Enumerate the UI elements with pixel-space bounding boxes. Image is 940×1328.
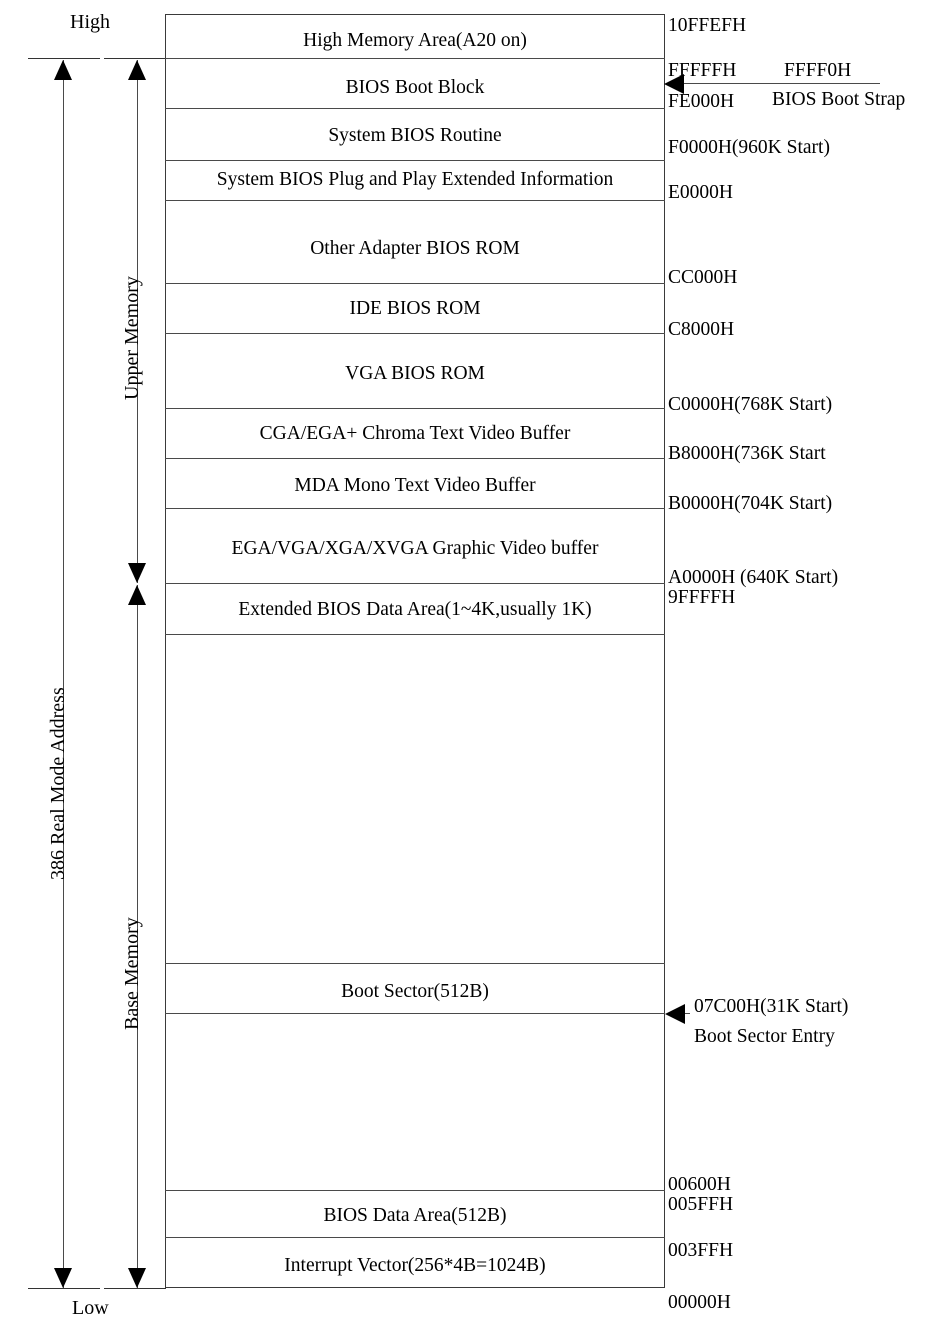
address-label-f0000h: F0000H(960K Start) [668, 137, 830, 158]
segment-label-mda-mono-buffer: MDA Mono Text Video Buffer [294, 475, 536, 496]
segment-label-high-memory-area: High Memory Area(A20 on) [303, 30, 527, 51]
address-label-a0000h: A0000H (640K Start) [668, 567, 839, 588]
boot-sector-entry-name: Boot Sector Entry [694, 1026, 835, 1047]
divider-fe000 [165, 108, 665, 109]
high-cap-line-inner [104, 58, 166, 59]
segment-label-interrupt-vector: Interrupt Vector(256*4B=1024B) [284, 1255, 546, 1276]
divider-fffff [165, 58, 665, 59]
address-label-b0000h: B0000H(704K Start) [668, 493, 833, 514]
address-label-9ffffh: 9FFFFH [668, 587, 736, 608]
divider-cc000 [165, 283, 665, 284]
high-label: High [70, 11, 110, 33]
address-label-003ffh: 003FFH [668, 1240, 734, 1261]
high-cap-line [28, 58, 100, 59]
bios-boot-strap-callout-arrow [664, 74, 684, 94]
divider-b8000 [165, 458, 665, 459]
base-memory-arrow-down [128, 1268, 146, 1288]
low-cap-line [28, 1288, 100, 1289]
segment-label-boot-sector: Boot Sector(512B) [341, 981, 489, 1002]
divider-003ff [165, 1237, 665, 1238]
bios-boot-strap-callout-line [683, 83, 880, 84]
segment-label-bios-data-area: BIOS Data Area(512B) [323, 1205, 507, 1226]
address-label-b8000h: B8000H(736K Start [668, 443, 826, 464]
real-mode-range-line [63, 60, 64, 1288]
divider-c0000 [165, 408, 665, 409]
real-mode-range-label: 386 Real Mode Address [47, 687, 69, 880]
address-label-00600h: 00600H [668, 1174, 731, 1195]
address-label-fffffh: FFFFFH [668, 60, 737, 81]
boot-sector-entry-address: 07C00H(31K Start) [694, 996, 849, 1017]
divider-f0000 [165, 160, 665, 161]
divider-boot-sector-bottom [165, 1013, 665, 1014]
divider-00600 [165, 1190, 665, 1191]
divider-boot-sector-top [165, 963, 665, 964]
bios-boot-strap-address: FFFF0H [784, 60, 852, 81]
divider-ebda-bottom [165, 634, 665, 635]
memory-box [165, 14, 665, 1288]
boot-sector-entry-callout-line [684, 1013, 690, 1014]
segment-label-other-adapter-bios-rom: Other Adapter BIOS ROM [310, 238, 520, 259]
divider-a0000 [165, 583, 665, 584]
upper-memory-arrow-down [128, 563, 146, 583]
boot-sector-entry-callout-arrow [665, 1004, 685, 1024]
segment-label-system-bios-pnp: System BIOS Plug and Play Extended Infor… [216, 169, 614, 190]
upper-memory-range-line [137, 60, 138, 583]
address-label-fe000h: FE000H [668, 91, 735, 112]
divider-b0000 [165, 508, 665, 509]
base-memory-range-line [137, 585, 138, 1288]
address-label-e0000h: E0000H [668, 182, 733, 203]
low-label: Low [72, 1297, 109, 1319]
real-mode-range-arrow-down [54, 1268, 72, 1288]
segment-label-system-bios-routine: System BIOS Routine [328, 125, 502, 146]
segment-label-ide-bios-rom: IDE BIOS ROM [349, 298, 481, 319]
address-label-c8000h: C8000H [668, 319, 735, 340]
bios-boot-strap-name: BIOS Boot Strap [772, 89, 906, 110]
address-label-10ffefh: 10FFEFH [668, 15, 747, 36]
address-label-c0000h: C0000H(768K Start) [668, 394, 833, 415]
segment-label-cga-ega-chroma-buffer: CGA/EGA+ Chroma Text Video Buffer [259, 423, 571, 444]
base-memory-arrow-up [128, 585, 146, 605]
divider-e0000 [165, 200, 665, 201]
address-label-005ffh: 005FFH [668, 1194, 734, 1215]
segment-label-vga-bios-rom: VGA BIOS ROM [345, 363, 485, 384]
divider-c8000 [165, 333, 665, 334]
address-label-00000h: 00000H [668, 1292, 731, 1313]
base-memory-range-label: Base Memory [121, 917, 143, 1030]
low-cap-line-inner [104, 1288, 166, 1289]
segment-label-extended-bios-data-area: Extended BIOS Data Area(1~4K,usually 1K) [238, 599, 592, 620]
segment-label-ega-vga-graphic-buffer: EGA/VGA/XGA/XVGA Graphic Video buffer [231, 538, 599, 559]
upper-memory-arrow-up [128, 60, 146, 80]
segment-label-bios-boot-block: BIOS Boot Block [345, 77, 485, 98]
real-mode-range-arrow-up [54, 60, 72, 80]
upper-memory-range-label: Upper Memory [121, 276, 143, 400]
address-label-cc000h: CC000H [668, 267, 738, 288]
